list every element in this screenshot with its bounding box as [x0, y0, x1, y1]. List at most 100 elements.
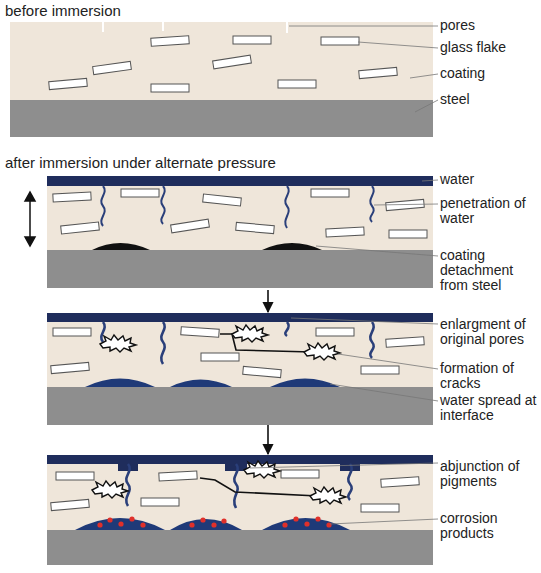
- glass-flake: [213, 55, 252, 69]
- corrosion-product: [293, 516, 298, 521]
- crack: [310, 487, 346, 504]
- glass-flake: [151, 84, 189, 92]
- glass-flake: [93, 61, 132, 74]
- callout-label: enlargment of original pores: [440, 317, 541, 347]
- callout-label: formation of cracks: [440, 361, 541, 391]
- glass-flake: [141, 498, 179, 506]
- corrosion-product: [107, 517, 112, 522]
- water-penetration: [234, 464, 237, 508]
- leader-line: [338, 354, 438, 369]
- glass-flake: [49, 78, 88, 89]
- glass-flake: [381, 477, 419, 488]
- water-penetration: [348, 464, 351, 500]
- corrosion-product: [129, 516, 134, 521]
- glass-flake: [278, 80, 316, 88]
- callout-label: coating detachment from steel: [440, 248, 541, 293]
- corrosion-product: [200, 517, 205, 522]
- water-layer: [47, 455, 433, 464]
- corrosion-product: [140, 522, 145, 527]
- leader-line: [422, 180, 438, 181]
- coating-layer: [10, 22, 433, 100]
- water-penetration: [126, 464, 129, 506]
- coating-layer: [47, 464, 433, 530]
- callout-label: water: [440, 172, 541, 187]
- crack: [232, 325, 268, 342]
- glass-flake: [233, 36, 271, 44]
- stage-heading: after immersion under alternate pressure: [5, 154, 425, 171]
- glass-flake: [121, 189, 159, 197]
- glass-flake: [203, 194, 242, 206]
- water-layer: [47, 313, 433, 322]
- pore: [162, 22, 164, 31]
- glass-flake: [201, 353, 239, 361]
- callout-label: coating: [440, 66, 541, 81]
- callout-label: steel: [440, 92, 541, 107]
- corrosion-product: [326, 522, 331, 527]
- steel-layer: [47, 530, 433, 565]
- stage-panel: after immersion under alternate pressure…: [0, 152, 541, 290]
- flow-arrow: [267, 425, 269, 454]
- glass-flake: [321, 37, 359, 45]
- detachment-blister: [262, 243, 322, 250]
- water-penetration: [161, 186, 164, 224]
- leader-line: [250, 463, 438, 468]
- stage-heading: before immersion: [5, 2, 325, 19]
- corrosion-product: [282, 522, 287, 527]
- callout-label: penetration of water: [440, 196, 541, 226]
- glass-flake: [311, 189, 349, 197]
- water-spread: [170, 519, 242, 530]
- detachment-blister: [92, 243, 150, 250]
- pore: [102, 22, 104, 32]
- water-penetration: [161, 322, 164, 364]
- glass-flake: [53, 328, 91, 336]
- glass-flake: [281, 470, 319, 478]
- glass-flake: [359, 67, 398, 78]
- glass-flake: [181, 327, 219, 338]
- leader-line: [358, 42, 438, 48]
- steel-layer: [10, 100, 433, 137]
- glass-flake: [361, 366, 399, 374]
- stage-panel: before immersion pores glass flake coating s…: [0, 0, 541, 137]
- water-penetration: [101, 322, 104, 342]
- leader-line: [330, 384, 438, 401]
- water-layer: [47, 176, 433, 186]
- glass-flake: [316, 328, 354, 336]
- glass-flake: [53, 192, 91, 202]
- corrosion-product: [304, 521, 309, 526]
- glass-flake: [243, 366, 282, 377]
- steel-layer: [47, 387, 433, 425]
- callout-label: pores: [440, 18, 541, 33]
- coating-layer: [47, 322, 433, 387]
- corrosion-product: [211, 522, 216, 527]
- crack-line: [200, 478, 318, 496]
- corrosion-product: [315, 516, 320, 521]
- glass-flake: [51, 362, 90, 373]
- glass-flake: [51, 499, 90, 510]
- corrosion-product: [221, 518, 226, 523]
- water-spread: [270, 379, 340, 388]
- glass-flake: [171, 219, 210, 233]
- leader-line: [374, 204, 438, 205]
- alternate-pressure-arrow: [25, 192, 35, 246]
- corrosion-product: [118, 521, 123, 526]
- water-spread: [170, 380, 232, 388]
- water-penetration: [285, 186, 288, 228]
- leader-line: [316, 246, 438, 256]
- water-spread: [75, 518, 165, 530]
- callout-label: abjunction of pigments: [440, 459, 541, 489]
- glass-flake: [326, 227, 364, 237]
- corrosion-product: [189, 522, 194, 527]
- callout-label: glass flake: [440, 40, 541, 55]
- glass-flake: [389, 230, 427, 238]
- glass-flake: [159, 471, 197, 481]
- coating-layer: [47, 186, 433, 250]
- leader-line: [289, 26, 438, 27]
- water-spread: [85, 379, 155, 388]
- leader-line: [415, 100, 438, 112]
- pressure-shaft: [29, 200, 31, 238]
- water-penetration: [285, 322, 288, 336]
- glass-flake: [386, 337, 424, 348]
- callout-label: corrosion products: [440, 511, 541, 541]
- crack: [244, 461, 280, 478]
